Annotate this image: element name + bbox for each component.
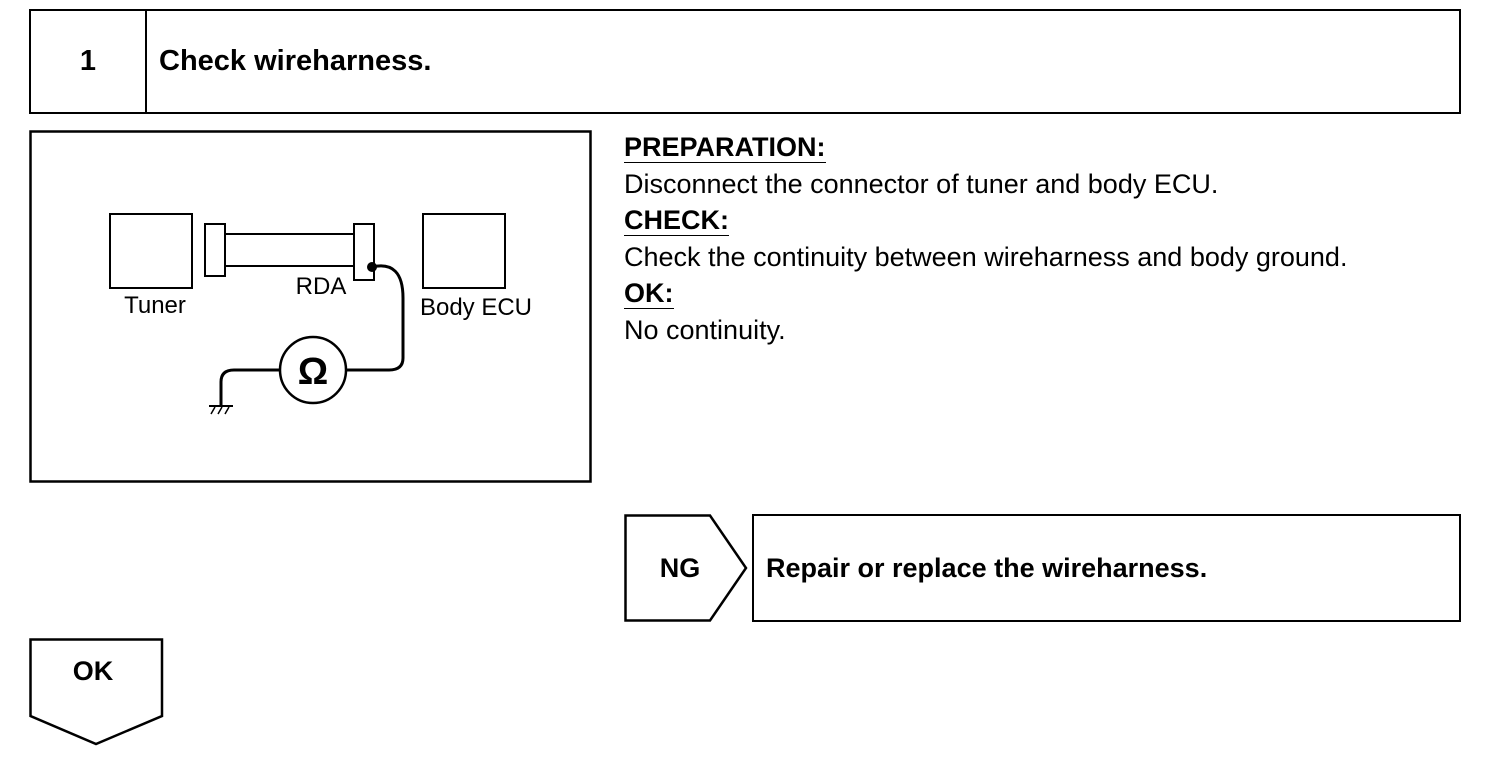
tuner-label: Tuner: [124, 292, 186, 319]
wiring-diagram: Tuner RDA Body ECU Ω: [29, 130, 592, 483]
diagram-frame: [29, 130, 592, 483]
ok-heading: OK:: [624, 278, 674, 309]
ohm-symbol: Ω: [298, 351, 328, 393]
rda-label: RDA: [296, 273, 347, 300]
ground-hatch-2: [217, 406, 223, 415]
rda-connector-right: [353, 223, 375, 281]
step-header: 1 Check wireharness.: [29, 9, 1461, 114]
step-number: 1: [31, 11, 147, 112]
ok-arrow-shape: [29, 638, 164, 746]
body-ecu-label: Body ECU: [420, 294, 532, 321]
rda-connector-left: [204, 223, 226, 277]
probe-lead-right: [347, 264, 405, 372]
check-text: Check the continuity between wireharness…: [624, 242, 1348, 272]
ok-text: No continuity.: [624, 315, 786, 345]
ng-action-box: Repair or replace the wireharness.: [752, 514, 1461, 622]
preparation-heading: PREPARATION:: [624, 132, 826, 163]
ok-arrow-box: OK: [29, 638, 165, 746]
body-ecu-box: [422, 213, 506, 289]
ng-arrow-shape: [624, 514, 748, 622]
probe-lead-left: [219, 368, 280, 406]
preparation-text: Disconnect the connector of tuner and bo…: [624, 169, 1219, 199]
tuner-box: [109, 213, 193, 289]
instructions: PREPARATION: Disconnect the connector of…: [624, 128, 1484, 347]
check-heading: CHECK:: [624, 205, 729, 236]
wiring-diagram-svg: Tuner RDA Body ECU Ω: [29, 130, 592, 483]
ground-hatch-1: [210, 406, 216, 415]
ground-hatch-3: [224, 406, 230, 415]
step-title: Check wireharness.: [159, 45, 432, 77]
ok-label: OK: [72, 656, 114, 686]
ng-action-text: Repair or replace the wireharness.: [766, 552, 1208, 583]
ng-arrow-box: NG: [624, 514, 748, 622]
ng-label: NG: [659, 552, 701, 583]
